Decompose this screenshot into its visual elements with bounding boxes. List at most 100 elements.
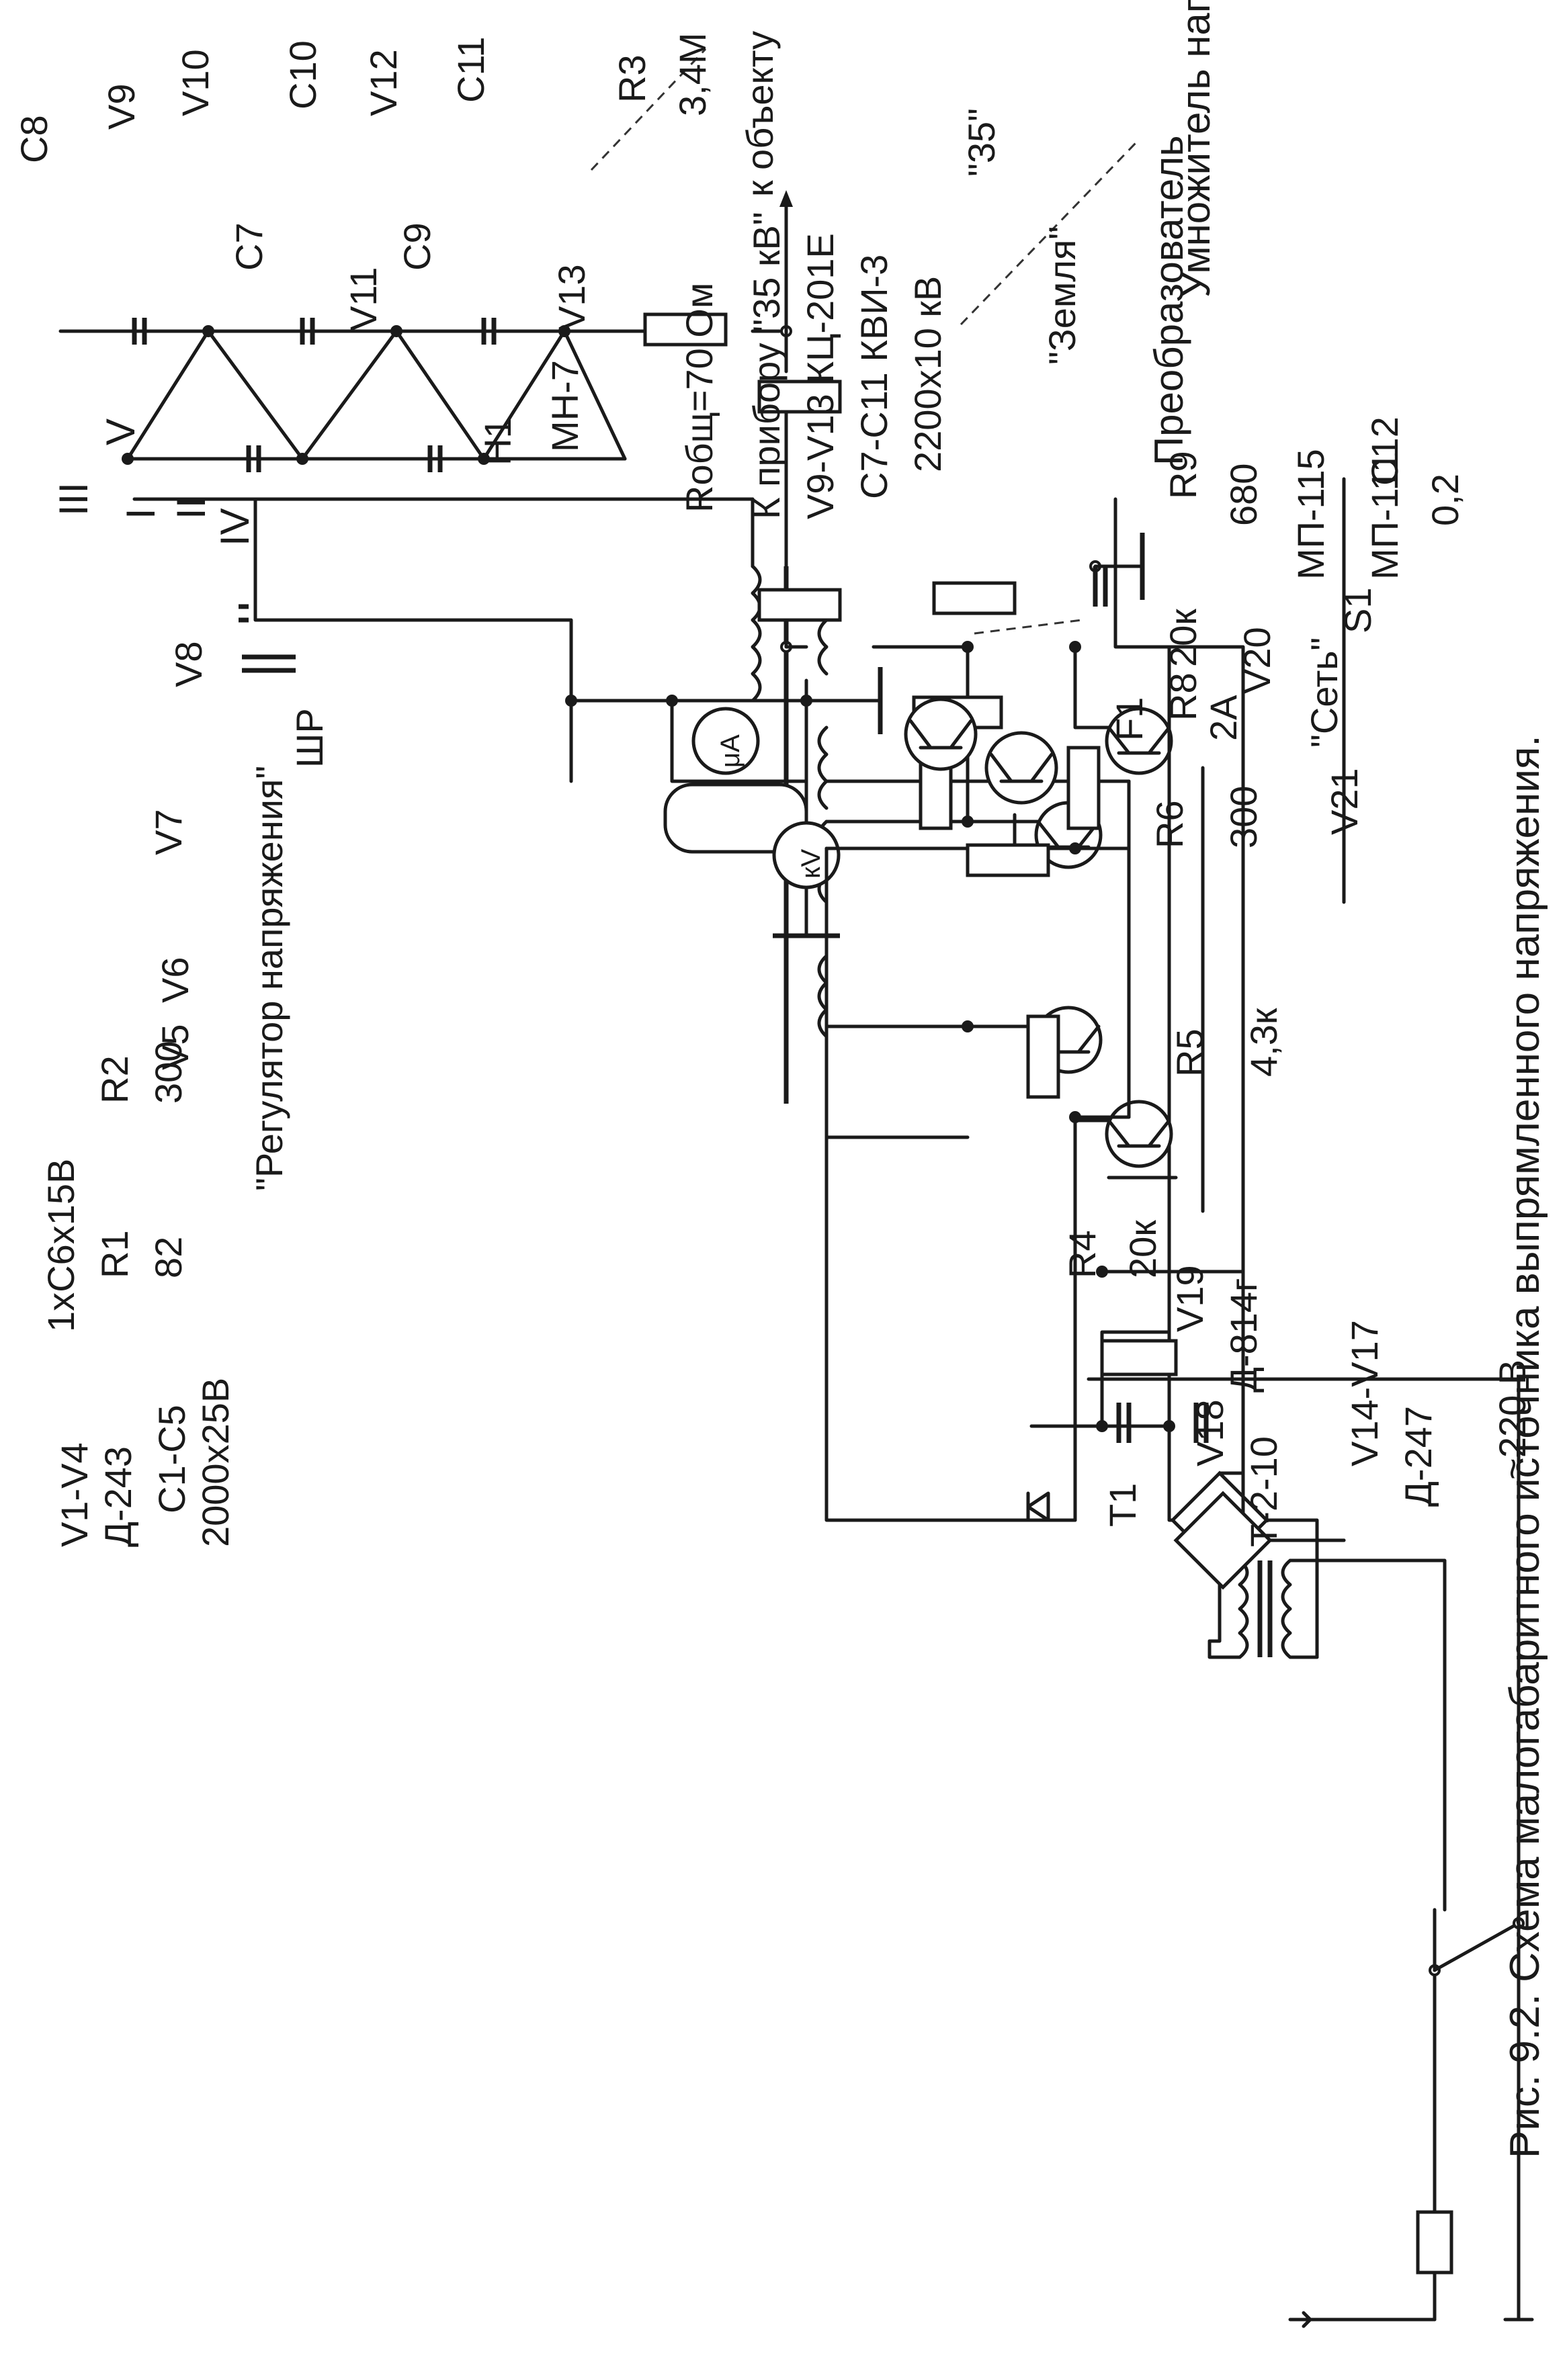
label-r1: R1 <box>93 1230 136 1278</box>
label-mp115: МП-115 <box>1289 449 1332 580</box>
label-mains: "Сеть" <box>1303 637 1345 748</box>
callout-lines <box>590 48 1137 635</box>
label-v9v13: V9-V13 КЦ-201Е <box>799 233 841 519</box>
label-r3-val: 3,4М <box>671 33 714 117</box>
winding-i <box>817 725 829 810</box>
label-c1c5: C1-C5 <box>151 1405 193 1513</box>
label-v5: V5 <box>154 1024 196 1071</box>
label-ua: μA <box>716 734 745 768</box>
label-r2-val: 300 <box>147 1041 189 1104</box>
label-c10: C10 <box>282 40 324 109</box>
label-d247: Д-247 <box>1397 1406 1439 1507</box>
label-t1: T1 <box>1101 1483 1144 1527</box>
label-c1c5-val: 2000x25В <box>194 1378 237 1547</box>
label-h1: H1 <box>476 417 519 466</box>
transistor-v20 <box>904 697 978 771</box>
label-v6: V6 <box>154 957 196 1004</box>
switch-s1 <box>1433 1921 1521 1972</box>
label-r3: R3 <box>611 54 653 103</box>
label-v14v17: V14-V17 <box>1343 1320 1386 1466</box>
transistor-v8 <box>1105 1100 1173 1168</box>
label-c7c11: C7-C11 КВИ-3 <box>853 255 895 499</box>
label-v20: V20 <box>1236 627 1278 694</box>
voltage-multiplier <box>58 190 1048 938</box>
label-r5-val: 4,3к <box>1242 1008 1285 1077</box>
label-transistors: 1xC6x15В <box>40 1159 82 1332</box>
capacitor-c7 <box>246 445 261 472</box>
label-c12-val: 0,2 <box>1424 474 1466 526</box>
label-r1-val: 82 <box>147 1237 189 1278</box>
label-f1: F1 <box>1108 697 1150 741</box>
capacitor-c10 <box>300 318 315 345</box>
figure-caption: Рис. 9.2. Схема малогабаритного источник… <box>1502 735 1548 2158</box>
mains-input <box>1087 1377 1534 2328</box>
label-output-35: "35" <box>960 108 1003 177</box>
label-w5: V <box>98 418 143 445</box>
resistor-r7 <box>1066 746 1101 830</box>
label-d814: Д-814г <box>1222 1278 1265 1393</box>
label-v1v4: V1-V4 <box>53 1442 95 1547</box>
resistor-r4 <box>1026 1014 1060 1099</box>
resistor-meter-a <box>757 380 842 414</box>
label-v19: V19 <box>1169 1265 1211 1332</box>
label-r4: R4 <box>1061 1230 1103 1278</box>
hv-section <box>132 497 883 854</box>
label-c11: C11 <box>450 36 492 103</box>
label-regulator: "Регулятор напряжения" <box>248 766 290 1191</box>
label-v13: V13 <box>550 264 593 331</box>
capacitor-c11 <box>481 318 497 345</box>
label-w2: II <box>169 497 214 519</box>
label-to-meter: К прибору "35 кВ" <box>745 212 788 519</box>
resistor-meter-b <box>757 588 842 622</box>
label-v9: V9 <box>100 84 142 130</box>
label-multiplier: Умножитель напряжения <box>1173 0 1218 298</box>
label-d243: Д-243 <box>97 1446 139 1547</box>
label-r9-val: 680 <box>1222 464 1265 526</box>
power-section <box>1029 497 1245 1443</box>
label-mn7: МН-7 <box>544 360 586 452</box>
fuse-f1 <box>1416 2210 1453 2275</box>
microammeter <box>691 707 760 775</box>
label-layer: V1-V4 Д-243 C1-C5 2000x25В 1xC6x15В R1 8… <box>13 0 1548 2158</box>
label-r-total: Rобщ=70 Ом <box>678 283 720 513</box>
transistor-v21 <box>984 731 1058 805</box>
capacitor-c12 <box>1093 566 1108 607</box>
resistor-r3 <box>643 312 728 347</box>
label-r9: R9 <box>1162 451 1204 499</box>
winding-iv <box>817 954 829 1039</box>
label-mp111: МП-111 <box>1363 451 1406 580</box>
label-v7: V7 <box>147 809 189 856</box>
label-r8-val: 20к <box>1162 609 1204 667</box>
thyristor-v18 <box>1026 1491 1050 1522</box>
capacitor-c8 <box>132 318 147 345</box>
label-w3: III <box>51 482 96 516</box>
label-v12: V12 <box>362 49 405 116</box>
label-shr: ШР <box>288 708 331 768</box>
label-c7: C7 <box>228 222 270 271</box>
label-s1: S1 <box>1337 588 1379 634</box>
label-c7c11-val: 2200x10 кВ <box>906 276 949 472</box>
capacitor-c9 <box>427 445 443 472</box>
label-ground: "Земля" <box>1041 226 1083 365</box>
label-to-object: к объекту <box>738 31 781 197</box>
regulator-section <box>824 477 1346 1590</box>
label-c12: C12 <box>1363 416 1406 486</box>
resistor-r1 <box>1100 1339 1178 1376</box>
label-r4-val: 20к <box>1121 1220 1164 1278</box>
label-r6-val: 300 <box>1222 786 1265 848</box>
label-t210: Т-2-10 <box>1242 1436 1285 1547</box>
label-v11: V11 <box>342 267 384 331</box>
winding-v <box>751 564 762 703</box>
label-220v: ~220 В <box>1491 1360 1533 1480</box>
label-r2: R2 <box>93 1055 136 1104</box>
transformer-t1 <box>1208 1538 1447 1912</box>
label-c8: C8 <box>13 115 55 163</box>
resistor-r9 <box>932 581 1017 615</box>
transistor-v5 <box>1105 707 1173 775</box>
label-f1-val: 2A <box>1202 695 1244 741</box>
label-r5: R5 <box>1169 1028 1211 1077</box>
label-v21: V21 <box>1323 768 1365 835</box>
